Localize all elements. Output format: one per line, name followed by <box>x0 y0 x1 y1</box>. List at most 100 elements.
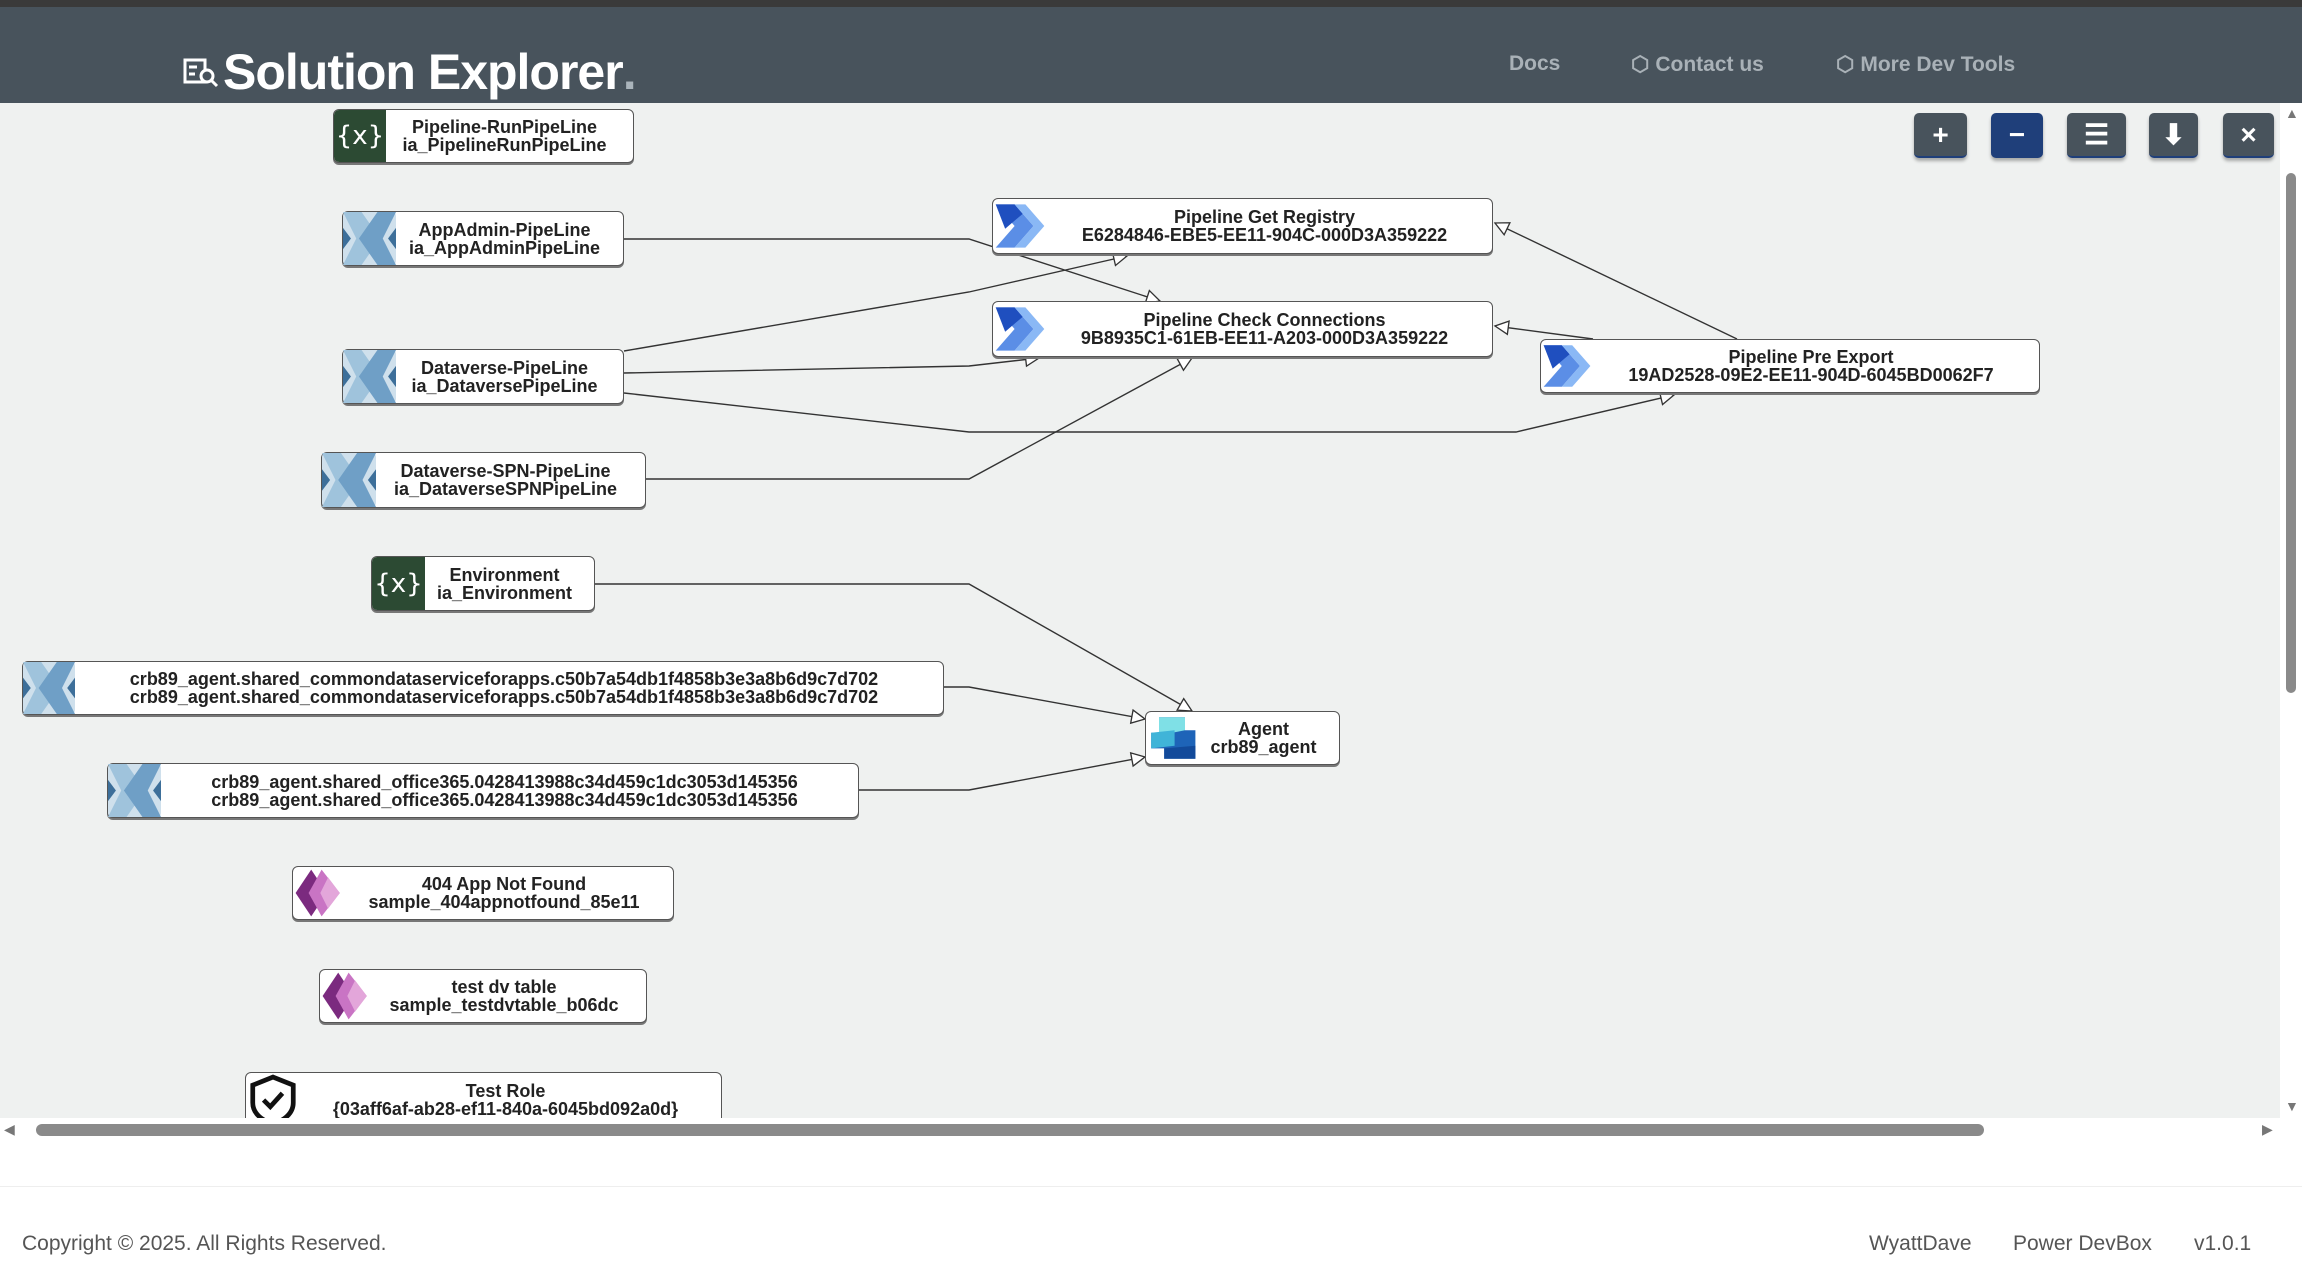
power-apps-icon <box>293 867 345 919</box>
edge-pre-export-to-get-registry <box>1495 223 1738 340</box>
nav-contact-label: Contact us <box>1655 52 1764 76</box>
node-title: Dataverse-SPN-PipeLine <box>400 461 611 481</box>
shield-check-icon <box>246 1073 300 1118</box>
zoom-in-button[interactable]: + <box>1914 113 1967 158</box>
node-subtitle: sample_testdvtable_b06dc <box>389 995 619 1015</box>
node-subtitle: crb89_agent <box>1210 737 1317 757</box>
window-top-strip <box>0 0 2302 7</box>
node-subtitle: ia_PipelineRunPipeLine <box>402 135 607 155</box>
node-title: Pipeline Check Connections <box>1143 310 1386 330</box>
edge-dataverse-to-pre-export <box>623 393 1674 433</box>
node-title: test dv table <box>451 977 557 997</box>
node-connection-office365[interactable]: crb89_agent.shared_office365.0428413988c… <box>107 763 859 818</box>
edge-environment-to-agent <box>595 583 1192 711</box>
copilot-agent-icon <box>1146 712 1198 764</box>
edge-spn-to-check-connections <box>646 358 1192 480</box>
node-subtitle: 19AD2528-09E2-EE11-904D-6045BD0062F7 <box>1628 365 1994 385</box>
edge-common-to-agent <box>944 686 1145 719</box>
vertical-scrollbar[interactable]: ▲▼ <box>2280 103 2302 1118</box>
footer-divider <box>0 1186 2302 1187</box>
dependency-edges <box>595 103 1738 791</box>
power-automate-icon <box>993 302 1047 356</box>
nav-contact-us[interactable]: ⬡Contact us <box>1631 52 1764 77</box>
node-subtitle: ia_DataverseSPNPipeLine <box>393 479 618 499</box>
menu-button[interactable]: ☰ <box>2067 113 2126 158</box>
cube-icon: ⬡ <box>1836 53 1855 76</box>
close-button[interactable]: × <box>2223 113 2274 158</box>
title-dot: . <box>622 44 637 100</box>
edge-pre-export-to-check-connections <box>1495 326 1594 340</box>
connector-icon <box>322 453 376 507</box>
app-logo[interactable]: Solution Explorer. <box>183 43 637 101</box>
node-title: AppAdmin-PipeLine <box>418 219 591 240</box>
node-subtitle: ia_AppAdminPipeLine <box>408 237 601 258</box>
node-subtitle: sample_404appnotfound_85e11 <box>368 892 640 912</box>
horizontal-scrollbar[interactable]: ◀▶ <box>0 1118 2302 1142</box>
node-test-role[interactable]: Test Role{03aff6af-ab28-ef11-840a-6045bd… <box>245 1072 722 1118</box>
horizontal-scroll-thumb[interactable] <box>36 1124 1984 1136</box>
zoom-out-button[interactable]: − <box>1991 113 2043 158</box>
footer-link-power-devbox[interactable]: Power DevBox <box>2013 1232 2152 1255</box>
connector-icon <box>343 350 396 403</box>
edge-appadmin-to-check-connections <box>624 238 1160 301</box>
node-title: Pipeline-RunPipeLine <box>411 117 598 137</box>
edge-dataverse-to-check-connections <box>623 358 1039 374</box>
node-title: Pipeline Pre Export <box>1728 347 1894 367</box>
variable-icon: {x} <box>372 557 425 610</box>
connector-icon <box>108 764 161 817</box>
edge-dataverse-to-get-registry <box>623 256 1127 352</box>
scroll-up-arrow-icon[interactable]: ▲ <box>2285 105 2299 121</box>
scroll-left-arrow-icon[interactable]: ◀ <box>4 1121 15 1137</box>
vertical-scroll-thumb[interactable] <box>2286 173 2296 693</box>
node-title: Agent <box>1238 719 1289 739</box>
nav-more-dev-tools-label: More Dev Tools <box>1860 52 2016 76</box>
app-header: Solution Explorer. Docs ⬡Contact us ⬡Mor… <box>0 7 2302 103</box>
node-subtitle: ia_Environment <box>436 582 573 603</box>
cube-icon: ⬡ <box>1631 53 1650 76</box>
version-label: v1.0.1 <box>2194 1232 2252 1255</box>
node-title: Environment <box>449 564 560 585</box>
node-title: 404 App Not Found <box>421 874 587 894</box>
solution-search-icon <box>183 58 219 88</box>
node-subtitle: crb89_agent.shared_office365.0428413988c… <box>211 789 798 810</box>
nav-more-dev-tools[interactable]: ⬡More Dev Tools <box>1836 52 2015 77</box>
node-subtitle: 9B8935C1-61EB-EE11-A203-000D3A359222 <box>1080 328 1449 348</box>
power-apps-icon <box>320 970 372 1022</box>
power-automate-icon <box>993 199 1047 253</box>
edge-office-to-agent <box>859 757 1145 791</box>
node-subtitle: E6284846-EBE5-EE11-904C-000D3A359222 <box>1081 225 1448 245</box>
app-title: Solution Explorer <box>223 44 624 100</box>
power-automate-icon <box>1541 340 1593 392</box>
scroll-down-arrow-icon[interactable]: ▼ <box>2285 1098 2299 1114</box>
node-title: crb89_agent.shared_office365.0428413988c… <box>211 771 798 792</box>
connector-icon <box>23 662 75 714</box>
node-connection-commondataservice[interactable]: crb89_agent.shared_commondataservicefora… <box>22 661 944 715</box>
scroll-right-arrow-icon[interactable]: ▶ <box>2262 1121 2273 1137</box>
copyright-text: Copyright © 2025. All Rights Reserved. <box>22 1232 387 1255</box>
node-title: Dataverse-PipeLine <box>420 357 589 378</box>
node-subtitle: crb89_agent.shared_commondataservicefora… <box>129 687 879 707</box>
node-title: Test Role <box>465 1081 546 1101</box>
download-button[interactable]: ⬇ <box>2149 113 2198 158</box>
connector-icon <box>343 212 396 265</box>
footer-link-wyattdave[interactable]: WyattDave <box>1869 1232 1972 1255</box>
node-subtitle: ia_DataversePipeLine <box>411 375 598 396</box>
node-title: Pipeline Get Registry <box>1173 207 1356 227</box>
nav-docs-label: Docs <box>1509 52 1561 75</box>
node-title: crb89_agent.shared_commondataservicefora… <box>129 669 879 689</box>
nav-docs[interactable]: Docs <box>1509 52 1560 76</box>
node-subtitle: {03aff6af-ab28-ef11-840a-6045bd092a0d} <box>332 1099 679 1118</box>
variable-icon: {x} <box>334 110 386 162</box>
